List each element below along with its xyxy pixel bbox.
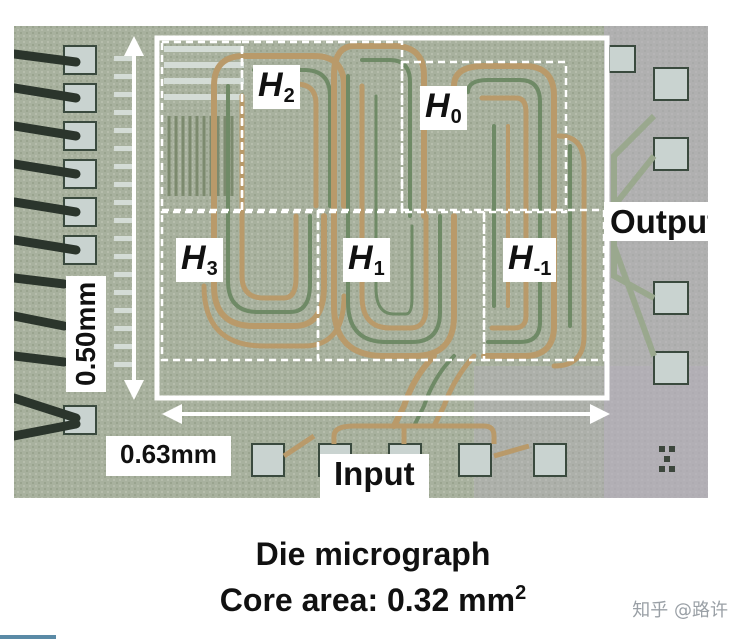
- height-arrow: [124, 36, 144, 400]
- caption-area-sup: 2: [515, 582, 527, 604]
- label-h1-letter: H: [348, 239, 373, 277]
- right-traces: [611, 113, 657, 358]
- label-h-minus1: H-1: [503, 238, 557, 282]
- input-feed-lines: [282, 423, 530, 459]
- label-h1-sub: 1: [373, 258, 385, 280]
- label-h2-letter: H: [258, 66, 283, 104]
- label-hm1-sub: -1: [533, 258, 552, 280]
- height-dimension-label: 0.50mm: [66, 275, 106, 392]
- qr-mark: [659, 446, 675, 472]
- input-label: Input: [320, 454, 429, 498]
- bond-wires: [14, 49, 81, 441]
- right-pads: [608, 45, 689, 385]
- label-h2: H2: [253, 65, 300, 109]
- width-arrow: [162, 404, 610, 424]
- label-h1: H1: [343, 238, 390, 282]
- caption-area-text: Core area: 0.32 mm: [219, 582, 516, 618]
- left-capacitor-array: [114, 46, 244, 367]
- output-label: Output: [604, 202, 708, 241]
- label-h0: H0: [420, 86, 467, 130]
- width-dimension-label: 0.63mm: [106, 436, 231, 476]
- watermark: 知乎 @路许: [632, 600, 728, 621]
- inductor-traces: [201, 43, 587, 429]
- block-outlines: [160, 40, 606, 362]
- label-h3-sub: 3: [206, 258, 218, 280]
- label-h2-sub: 2: [283, 85, 295, 107]
- label-h3: H3: [176, 238, 223, 282]
- caption-area: Core area: 0.32 mm2: [0, 582, 746, 619]
- label-h3-letter: H: [181, 239, 206, 277]
- label-hm1-letter: H: [508, 239, 533, 277]
- die-micrograph-photo: H2 H0 H3 H1 H-1 Output Input 0.63mm 0.50…: [14, 26, 708, 498]
- caption-title: Die micrograph: [255, 536, 491, 572]
- label-h0-sub: 0: [450, 106, 462, 128]
- bottom-edge-strip: [0, 635, 56, 639]
- label-h0-letter: H: [425, 87, 450, 125]
- die-drawing: [14, 26, 708, 498]
